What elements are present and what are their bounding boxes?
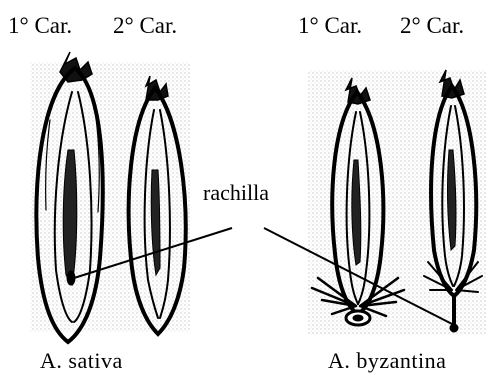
oat-caryopsis-diagram — [0, 0, 491, 381]
